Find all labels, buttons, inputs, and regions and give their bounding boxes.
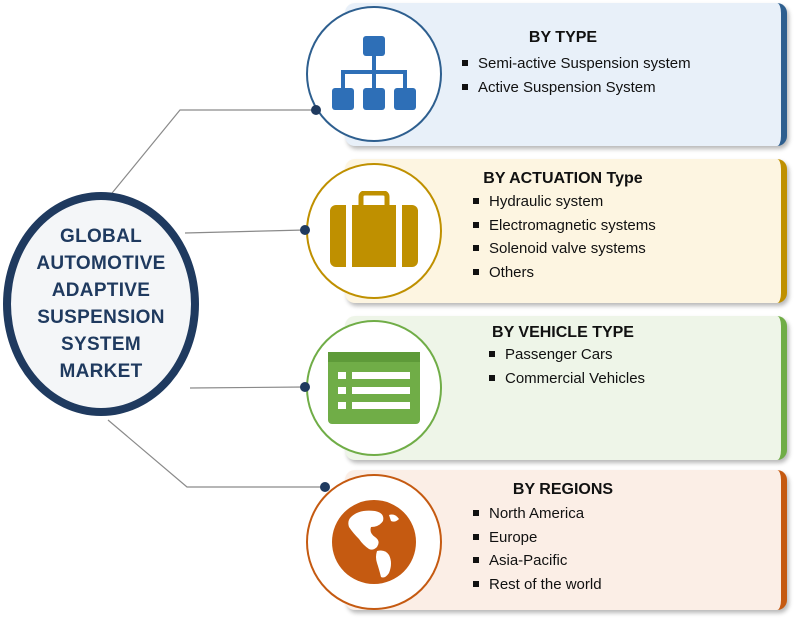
icon-circle-type bbox=[306, 6, 442, 142]
list-item: Rest of the world bbox=[471, 573, 602, 597]
connector-dot bbox=[311, 105, 321, 115]
connector-dot bbox=[300, 382, 310, 392]
segment-list: Passenger Cars Commercial Vehicles bbox=[487, 343, 645, 390]
list-item: Europe bbox=[471, 526, 602, 550]
segment-list: North America Europe Asia-Pacific Rest o… bbox=[471, 502, 602, 596]
segment-title: BY REGIONS bbox=[512, 481, 614, 498]
hierarchy-icon bbox=[332, 36, 416, 110]
list-item: Passenger Cars bbox=[487, 343, 645, 367]
segment-title: BY VEHICLE TYPE bbox=[492, 324, 634, 341]
list-item: North America bbox=[471, 502, 602, 526]
list-item: Solenoid valve systems bbox=[471, 237, 656, 261]
segment-list: Hydraulic system Electromagnetic systems… bbox=[471, 190, 656, 284]
icon-circle-actuation bbox=[306, 163, 442, 299]
globe-icon bbox=[332, 500, 416, 584]
segment-title: BY ACTUATION Type bbox=[483, 170, 643, 187]
icon-circle-regions bbox=[306, 474, 442, 610]
list-item: Electromagnetic systems bbox=[471, 214, 656, 238]
connector-dot bbox=[320, 482, 330, 492]
list-item: Others bbox=[471, 261, 656, 285]
connector-dot bbox=[300, 225, 310, 235]
list-item: Semi-active Suspension system bbox=[460, 52, 691, 76]
list-item: Commercial Vehicles bbox=[487, 367, 645, 391]
list-item: Hydraulic system bbox=[471, 190, 656, 214]
segment-list: Semi-active Suspension system Active Sus… bbox=[460, 52, 691, 99]
list-icon bbox=[328, 352, 420, 424]
icon-circle-vehicle bbox=[306, 320, 442, 456]
list-item: Asia-Pacific bbox=[471, 549, 602, 573]
briefcase-icon bbox=[330, 191, 418, 267]
segment-title: BY TYPE bbox=[528, 29, 598, 46]
market-title: GLOBAL AUTOMOTIVE ADAPTIVE SUSPENSION SY… bbox=[36, 226, 166, 382]
market-center-circle: GLOBAL AUTOMOTIVE ADAPTIVE SUSPENSION SY… bbox=[3, 192, 199, 416]
list-item: Active Suspension System bbox=[460, 76, 691, 100]
